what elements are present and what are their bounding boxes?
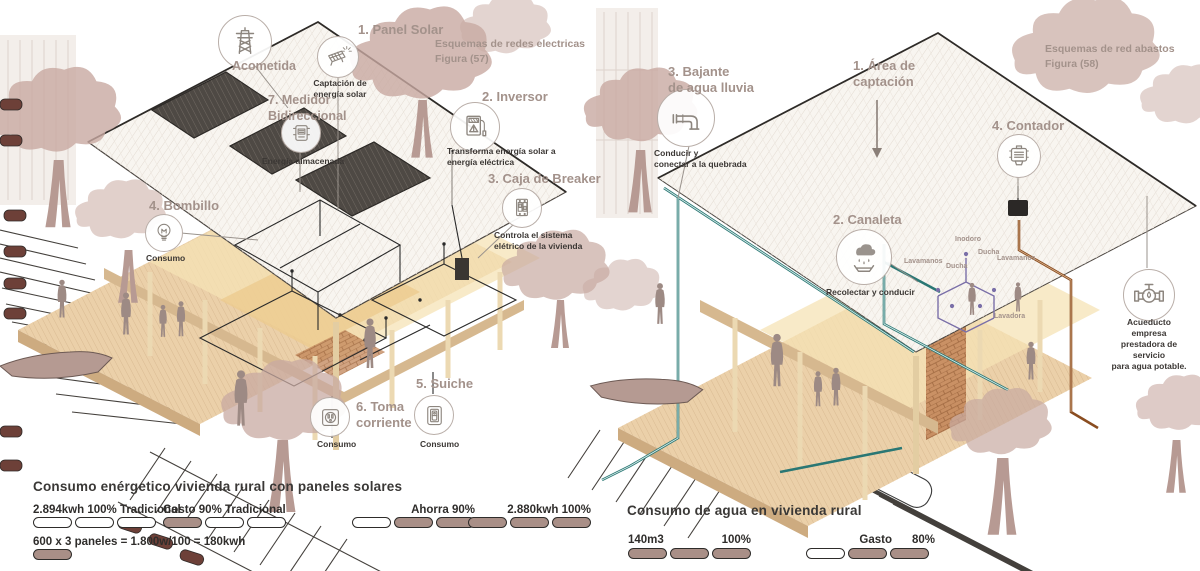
bajante-callout [657,89,715,147]
bombillo-caption: Consumo [146,253,186,263]
medidor-caption: Energía almacenada [262,156,345,166]
bombillo-callout [145,214,183,252]
legend-label: 100% [721,534,751,546]
breaker-icon [516,198,528,217]
legend-pills [806,548,929,559]
acueducto-caption: Acueducto empresa prestadora de servicio… [1111,317,1187,372]
panel-solar-callout [317,36,359,78]
pipe-elbow-icon [672,114,700,130]
callout-title-contador: 4. Contador [992,118,1065,133]
callout-title-canaleta: 2. Canaleta [833,212,902,227]
canaleta-caption: Recolectar y conducir [826,287,915,297]
panel-caption: Captación de energía solar [313,78,367,100]
legend-pill-empty [806,548,845,559]
legend-pill-empty [33,517,72,528]
legend-label: Gasto [859,534,892,546]
legend-pills [33,517,156,528]
acometida-label: Acometida [232,59,296,73]
contador-callout [997,134,1041,178]
legend-pill-empty [352,517,391,528]
fixture-label-inodoro: Inodoro [955,236,982,243]
callout-title-bombillo: 4. Bombillo [149,198,220,213]
legend-pill-filled [510,517,549,528]
legend-pill-filled [468,517,507,528]
legend-pill-filled [712,548,751,559]
legend-label: 80% [911,534,935,546]
callout-title-inversor: 2. Inversor [482,89,548,104]
rain-gutter-icon [853,244,876,272]
legend-pill-filled [670,548,709,559]
legend-label-row: 140m3 100% [628,534,751,546]
legend-label-row: Gasto 80% [806,534,935,546]
callout-title-toma: 6. Toma corriente [356,399,412,431]
callout-title-suiche: 5. Suiche [416,376,474,391]
legend-pills [468,517,591,528]
water-meter-icon [1009,145,1029,166]
callout-title-bajante: 3. Bajante de agua lluvia [668,64,754,96]
fixture-label-ducha-1: Ducha [978,249,1000,256]
figure-note-left: Esquemas de redes electricas Figura (57) [435,38,586,65]
outlet-icon [321,408,339,426]
solar-panel-icon [328,46,352,66]
legend-pill-empty [205,517,244,528]
callout-leaders [180,61,1148,283]
callout-title-breaker: 3. Caja de Breaker [488,171,601,186]
legend-pill-filled [394,517,433,528]
callout-title-area-captacion: 1. Área de captación [853,58,916,90]
fixture-label-lavadora: Lavadora [994,313,1026,320]
water-valve-icon [1134,283,1164,303]
inversor-caption: Transforma energía solar a energía eléct… [447,146,556,168]
figure-note-right: Esquemas de red abastos Figura (58) [1045,43,1175,70]
legend-pills [33,549,72,560]
legend-label: 2.880kwh 100% [507,504,591,516]
acueducto-callout [1123,269,1175,321]
legend-pills [628,548,751,559]
legend-pill-empty [247,517,286,528]
toma-caption: Consumo [317,439,357,449]
callout-title-panel-solar: 1. Panel Solar [358,22,444,37]
acometida-callout [218,15,272,69]
fixture-label-lavamanos-left: Lavamanos [904,258,943,265]
legend-pill-empty [117,517,156,528]
breaker-caption: Controla el sistema elétrico de la vivie… [494,230,583,252]
right-house [618,31,1197,538]
power-tower-icon [235,27,255,55]
canaleta-callout [836,229,892,285]
callout-title-medidor: 7. Medidor Bidireccional [268,93,347,123]
medidor-callout [281,113,321,153]
suiche-caption: Consumo [420,439,460,449]
left-diagram-title: Consumo enérgetico vivienda rural con pa… [33,479,403,494]
breaker-callout [502,188,542,228]
legend-pill-filled [890,548,929,559]
meter-icon [292,124,310,141]
legend-label: 140m3 [628,534,664,546]
legend-pill-filled [552,517,591,528]
legend-pill-filled [163,517,202,528]
water-pipes [601,186,1099,482]
legend-pills [352,517,475,528]
legend-pill-filled [33,549,72,560]
legend-label: Costo 90% Tradicional [163,504,286,516]
legend-formula: 600 x 3 paneles = 1.800w/100 = 180kwh [33,536,246,548]
switch-icon [426,405,442,425]
down-arrow [872,100,882,158]
toma-callout [310,397,350,437]
legend-pills [163,517,286,528]
fixture-label-ducha-2: Ducha [946,263,968,270]
fixture-label-lavamanos-right: Lavamanos [997,255,1036,262]
legend-pill-filled [848,548,887,559]
legend-pill-filled [628,548,667,559]
bajante-caption: Conducir y conectar a la quebrada [654,148,747,170]
bulb-icon [157,223,171,241]
inversor-callout [450,102,500,152]
suiche-callout [414,395,454,435]
inverter-icon [466,115,487,137]
right-diagram-title: Consumo de agua en vivienda rural [627,503,862,518]
legend-label: 2.894kwh 100% Tradicional [33,504,181,516]
legend-label: Ahorra 90% [411,504,475,516]
legend-pill-empty [75,517,114,528]
